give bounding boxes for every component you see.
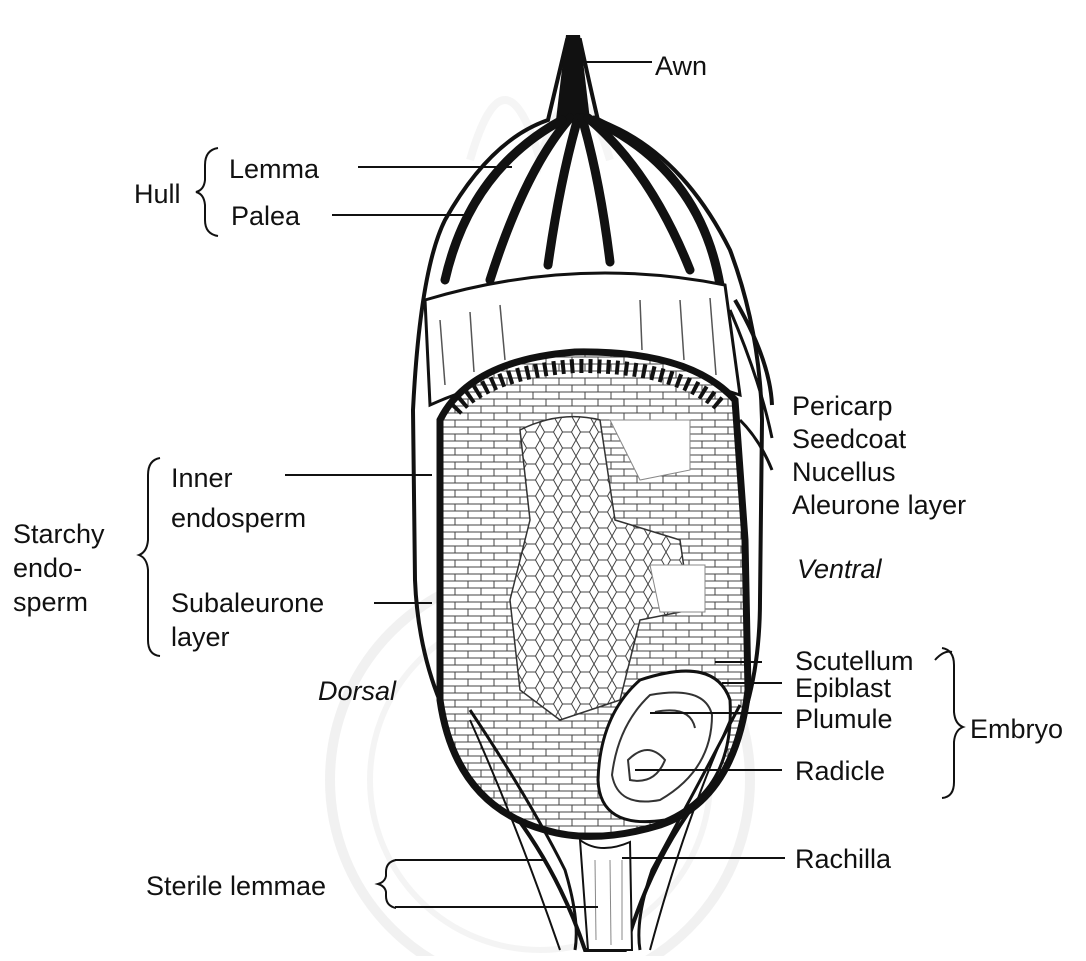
hull-brace: [196, 148, 218, 236]
label-scutellum: Scutellum: [795, 646, 914, 676]
label-embryo: Embryo: [970, 714, 1063, 744]
awn-shape: [556, 35, 590, 120]
label-pericarp: Pericarp: [792, 391, 893, 421]
grain-illustration: [413, 35, 772, 950]
label-inner-endosperm-line2: endosperm: [171, 503, 306, 533]
label-radicle: Radicle: [795, 756, 885, 786]
label-rachilla: Rachilla: [795, 844, 892, 874]
label-ventral: Ventral: [797, 554, 883, 584]
label-palea: Palea: [231, 201, 301, 231]
label-aleurone-layer: Aleurone layer: [792, 490, 966, 520]
label-inner-endosperm-line1: Inner: [171, 463, 233, 493]
label-dorsal: Dorsal: [318, 676, 397, 706]
starchy-endosperm-brace: [139, 458, 160, 656]
label-starchy-endosperm-line1: Starchy: [13, 519, 105, 549]
label-hull: Hull: [134, 179, 181, 209]
label-subaleurone-line1: Subaleurone: [171, 588, 324, 618]
label-seedcoat: Seedcoat: [792, 424, 907, 454]
label-starchy-endosperm-line3: sperm: [13, 587, 88, 617]
label-nucellus: Nucellus: [792, 457, 896, 487]
label-subaleurone-line2: layer: [171, 622, 230, 652]
label-starchy-endosperm-line2: endo-: [13, 553, 82, 583]
label-lemma: Lemma: [229, 154, 320, 184]
hull-ribs: [445, 118, 720, 285]
rachilla-shape: [580, 840, 632, 950]
label-plumule: Plumule: [795, 704, 893, 734]
label-awn: Awn: [655, 51, 707, 81]
label-epiblast: Epiblast: [795, 673, 892, 703]
label-sterile-lemmae: Sterile lemmae: [146, 871, 326, 901]
embryo-brace: [942, 648, 963, 798]
